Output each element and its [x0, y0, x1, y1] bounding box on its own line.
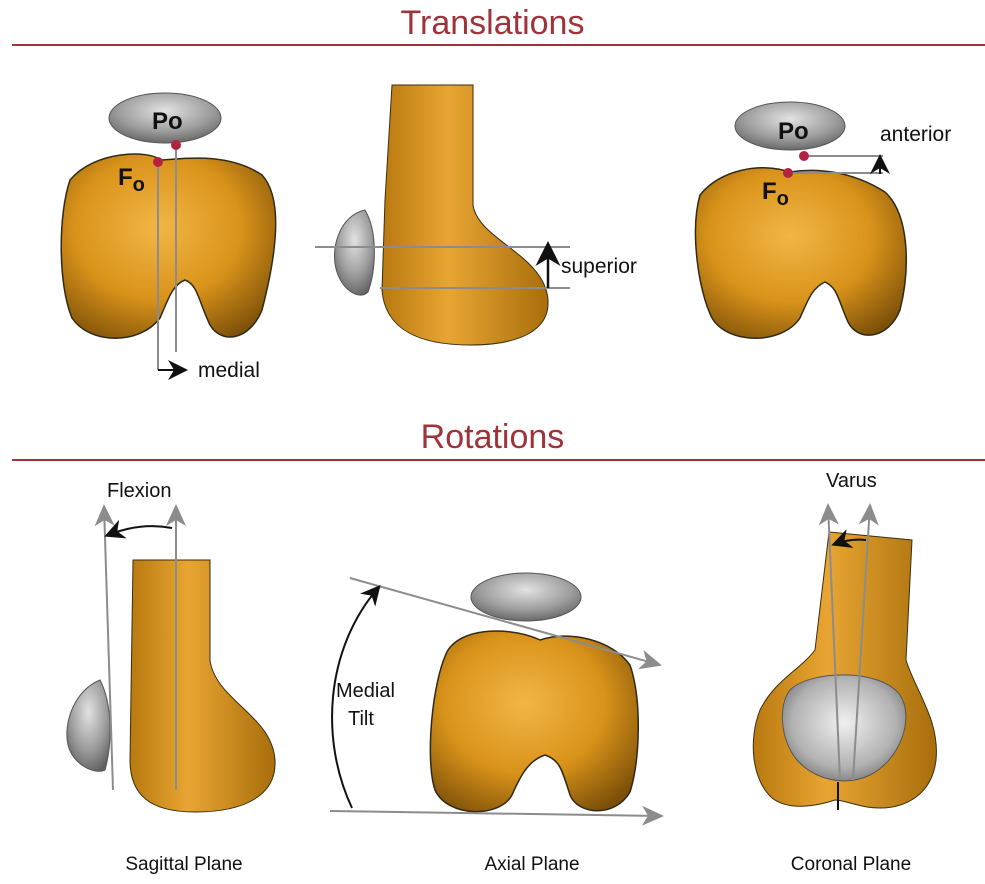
- varus-label: Varus: [826, 470, 877, 493]
- anterior-label: anterior: [880, 123, 951, 147]
- flexion-arrow: [108, 526, 172, 535]
- medial-tilt-label-2: Tilt: [348, 708, 374, 731]
- patella-point-label-1: Po: [152, 108, 183, 136]
- medial-label: medial: [198, 359, 260, 383]
- patella-sagittal-1: [334, 210, 374, 295]
- superior-label: superior: [561, 255, 637, 279]
- patella-point-marker-1: [171, 140, 181, 150]
- femur-tilt-axis: [330, 811, 662, 816]
- femur-point-label-1: Fo: [118, 164, 145, 197]
- coronal-plane-caption: Coronal Plane: [751, 854, 951, 876]
- femur-condyles-3: [696, 168, 907, 338]
- femur-axial: [430, 631, 638, 812]
- medial-tilt-label-1: Medial: [336, 680, 395, 703]
- femur-point-marker-1: [153, 157, 163, 167]
- axial-plane-caption: Axial Plane: [432, 854, 632, 876]
- patella-axial: [471, 573, 581, 621]
- femur-point-label-3: Fo: [762, 178, 789, 211]
- patella-sagittal-2: [67, 680, 110, 771]
- femur-frontal-1: [61, 154, 276, 338]
- femur-point-marker-3: [783, 168, 793, 178]
- patella-point-marker-3: [799, 151, 809, 161]
- femur-condyles-1: [61, 154, 276, 338]
- flexion-label: Flexion: [107, 480, 171, 503]
- patella-point-label-3: Po: [778, 118, 809, 146]
- femur-sagittal-2: [130, 560, 275, 812]
- sagittal-plane-caption: Sagittal Plane: [84, 854, 284, 876]
- femur-sagittal-1: [382, 85, 548, 345]
